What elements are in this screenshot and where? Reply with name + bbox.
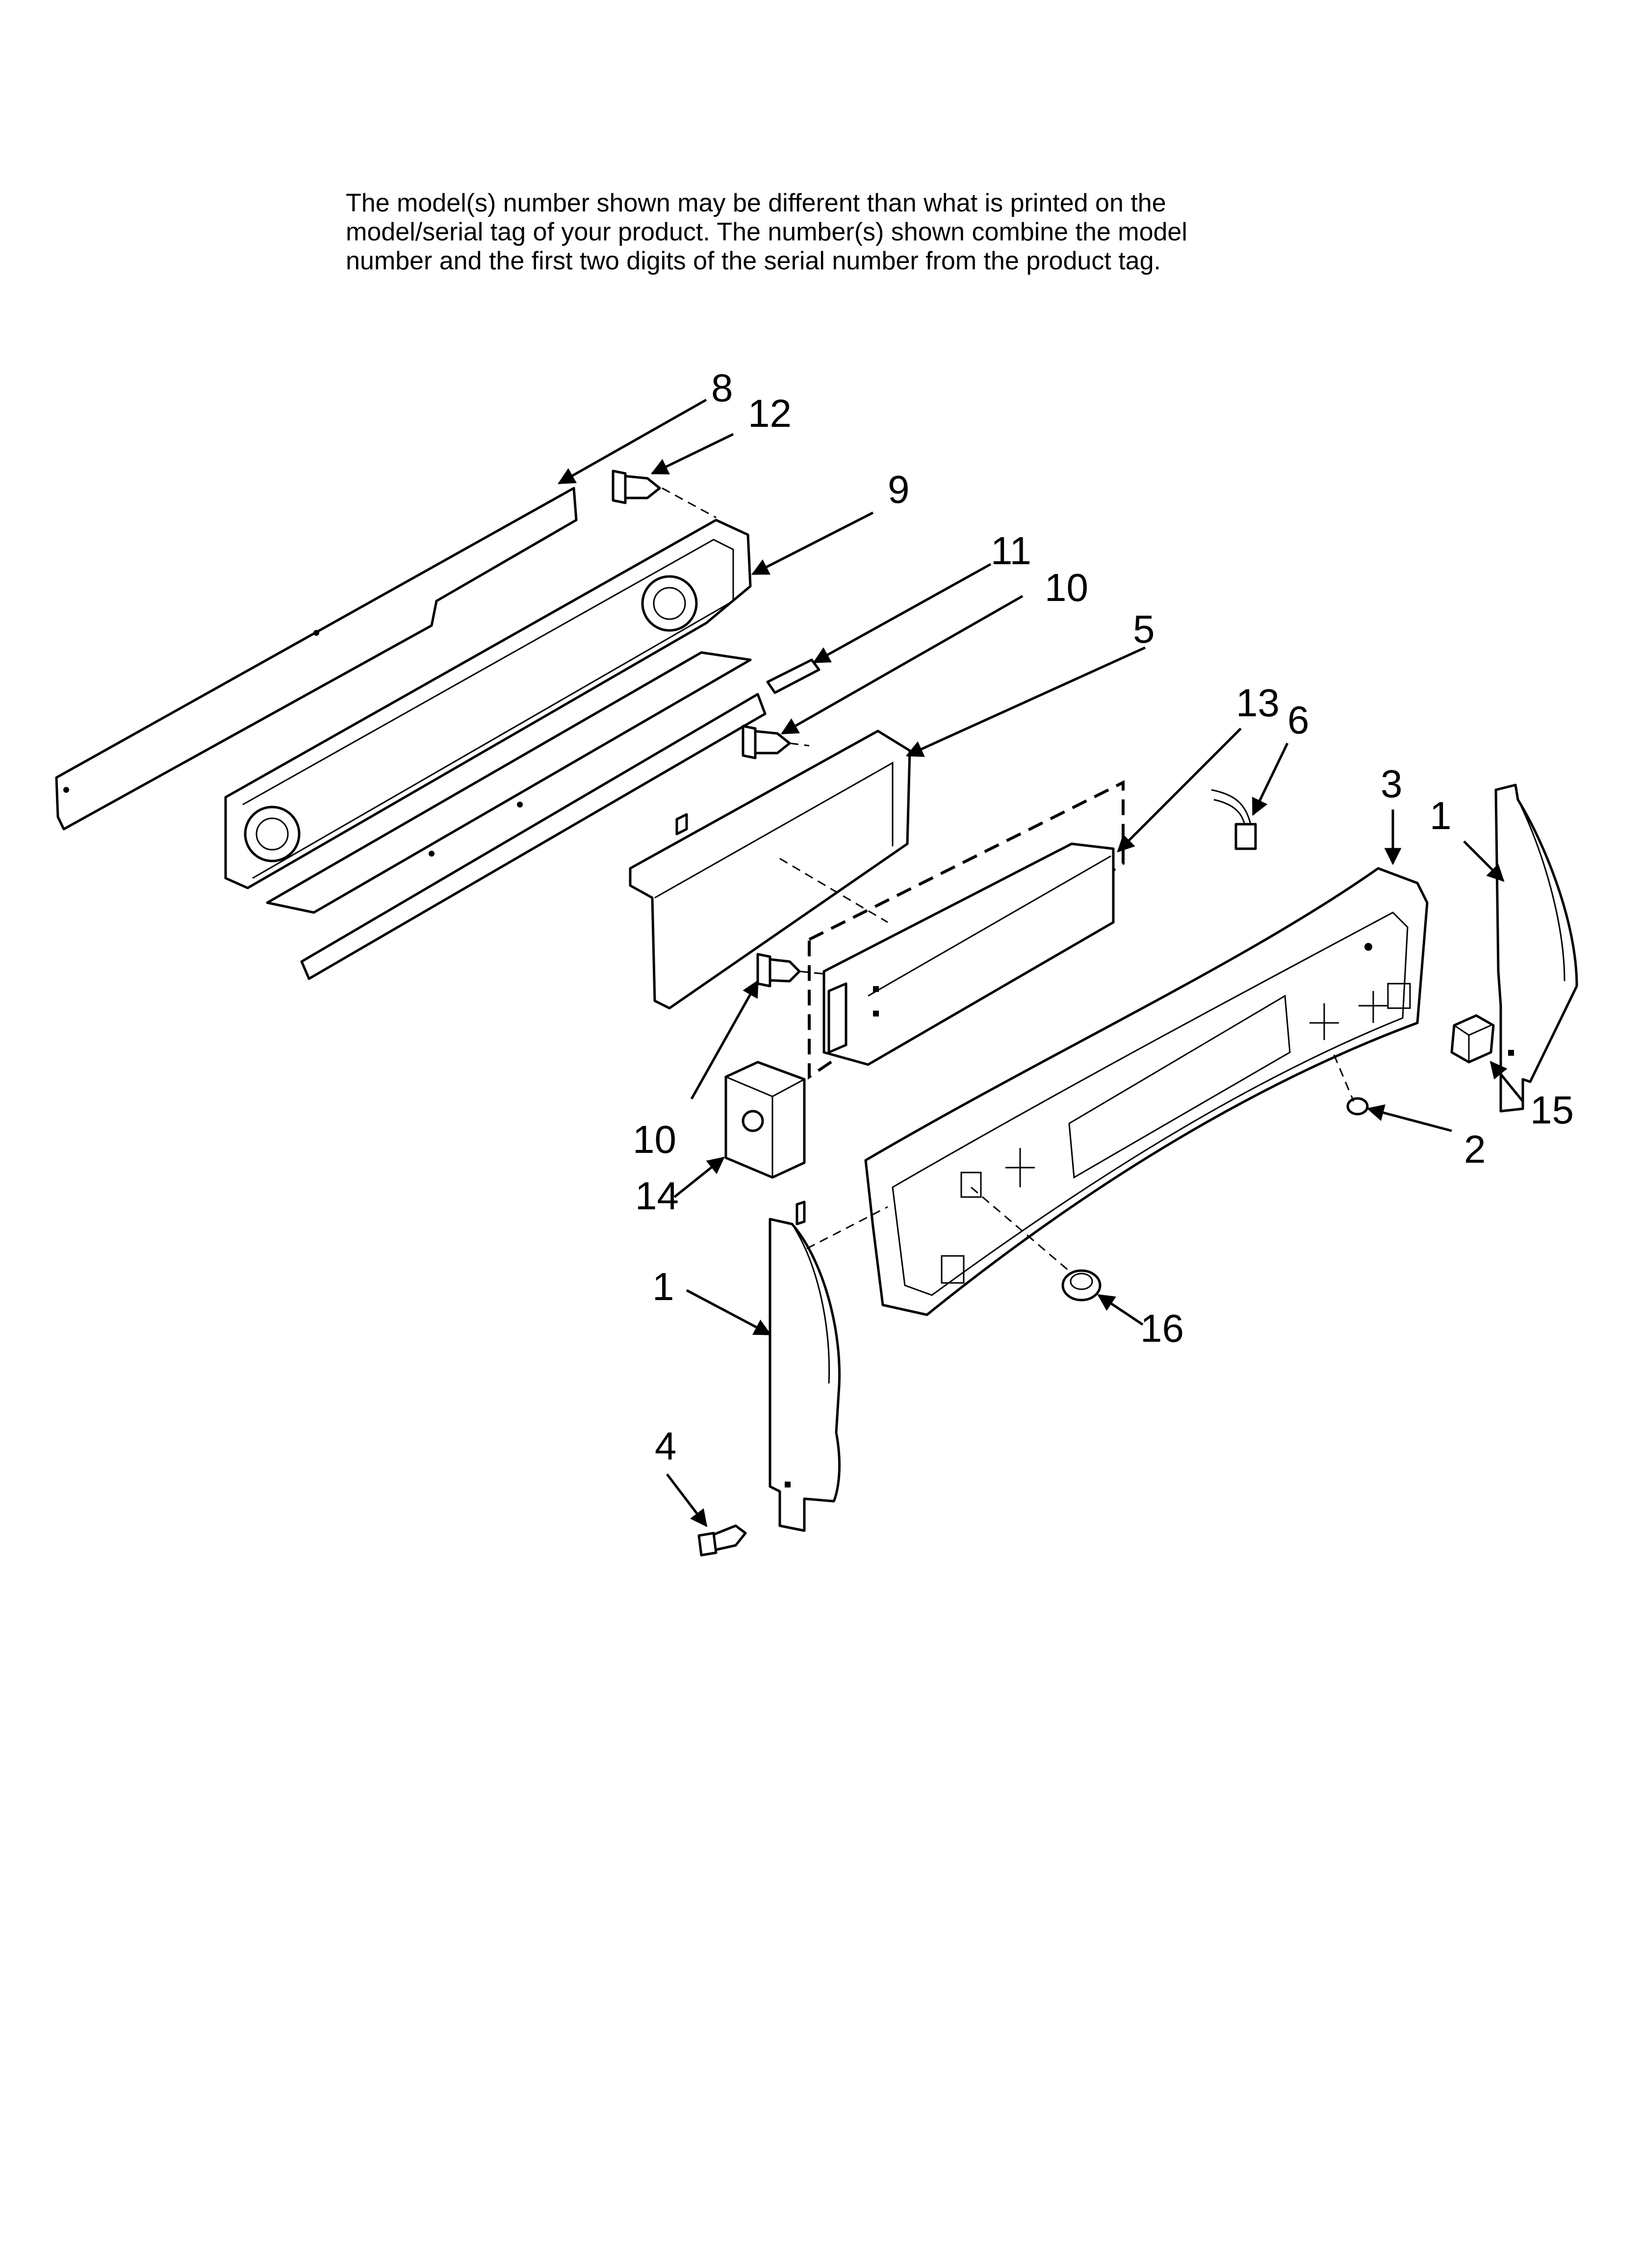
callout-10-upper: 10	[1045, 566, 1088, 609]
callout-5: 5	[1133, 607, 1155, 651]
part-10-screw-lower	[756, 953, 801, 988]
part-10-screw-upper	[742, 725, 791, 759]
assembly-lines	[662, 487, 1355, 1274]
callout-10-lower: 10	[633, 1118, 676, 1161]
callout-leaders	[557, 398, 1524, 1527]
part-4-screw	[697, 1524, 747, 1557]
callout-11: 11	[991, 529, 1031, 573]
callout-8: 8	[711, 366, 733, 410]
callout-2: 2	[1464, 1127, 1486, 1171]
part-11-strip	[766, 658, 821, 694]
part-14-switch-box	[724, 1061, 806, 1179]
part-8-rear-panel	[55, 487, 578, 831]
callout-12: 12	[748, 391, 792, 435]
callout-4: 4	[655, 1424, 677, 1468]
part-3-console-panel	[864, 867, 1429, 1316]
callout-1-right: 1	[1430, 794, 1452, 837]
disclaimer-text: The model(s) number shown may be differe…	[346, 189, 1474, 276]
part-1-end-cap-left	[769, 1200, 841, 1532]
part-16-knob	[1061, 1269, 1102, 1302]
callout-14: 14	[635, 1174, 679, 1218]
disclaimer-line-3: number and the first two digits of the s…	[346, 247, 1161, 275]
part-6-wire-harness	[1211, 789, 1257, 850]
part-15-button	[1450, 1014, 1495, 1064]
part-5-control-cover	[629, 730, 911, 1010]
disclaimer-line-2: model/serial tag of your product. The nu…	[346, 218, 1187, 246]
callout-15: 15	[1530, 1088, 1574, 1132]
callout-13: 13	[1236, 681, 1280, 725]
callout-16: 16	[1140, 1306, 1184, 1350]
callout-3: 3	[1381, 762, 1403, 806]
callout-labels: 8 12 9 11 10 5 13 6 3 1 15 2 10 14 1 16 …	[633, 366, 1574, 1468]
disclaimer-line-1: The model(s) number shown may be differe…	[346, 189, 1166, 217]
callout-6: 6	[1287, 698, 1309, 742]
part-12-screw	[612, 469, 661, 504]
part-1-end-cap-right	[1494, 783, 1578, 1113]
part-13-control-board	[808, 780, 1125, 1080]
part-2-screw	[1346, 1097, 1369, 1116]
callout-9: 9	[888, 468, 910, 511]
part-9-console-frame	[224, 519, 767, 980]
callout-1-left: 1	[652, 1265, 674, 1308]
